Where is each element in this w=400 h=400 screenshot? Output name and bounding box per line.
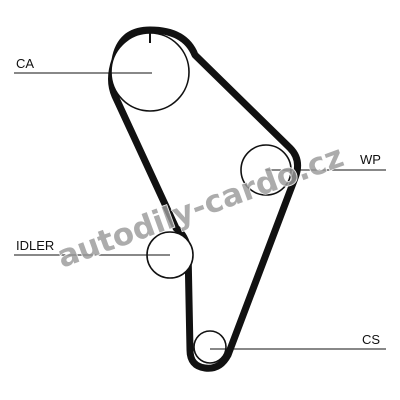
ca-label: CA <box>16 56 34 71</box>
watermark-text: autodily-cardo.cz <box>52 138 348 275</box>
cs-label: CS <box>362 332 380 347</box>
wp-label: WP <box>360 152 381 167</box>
timing-belt <box>108 26 302 372</box>
crankshaft-pulley <box>193 330 227 364</box>
idler-label: IDLER <box>16 238 54 253</box>
camshaft-pulley <box>110 32 190 112</box>
